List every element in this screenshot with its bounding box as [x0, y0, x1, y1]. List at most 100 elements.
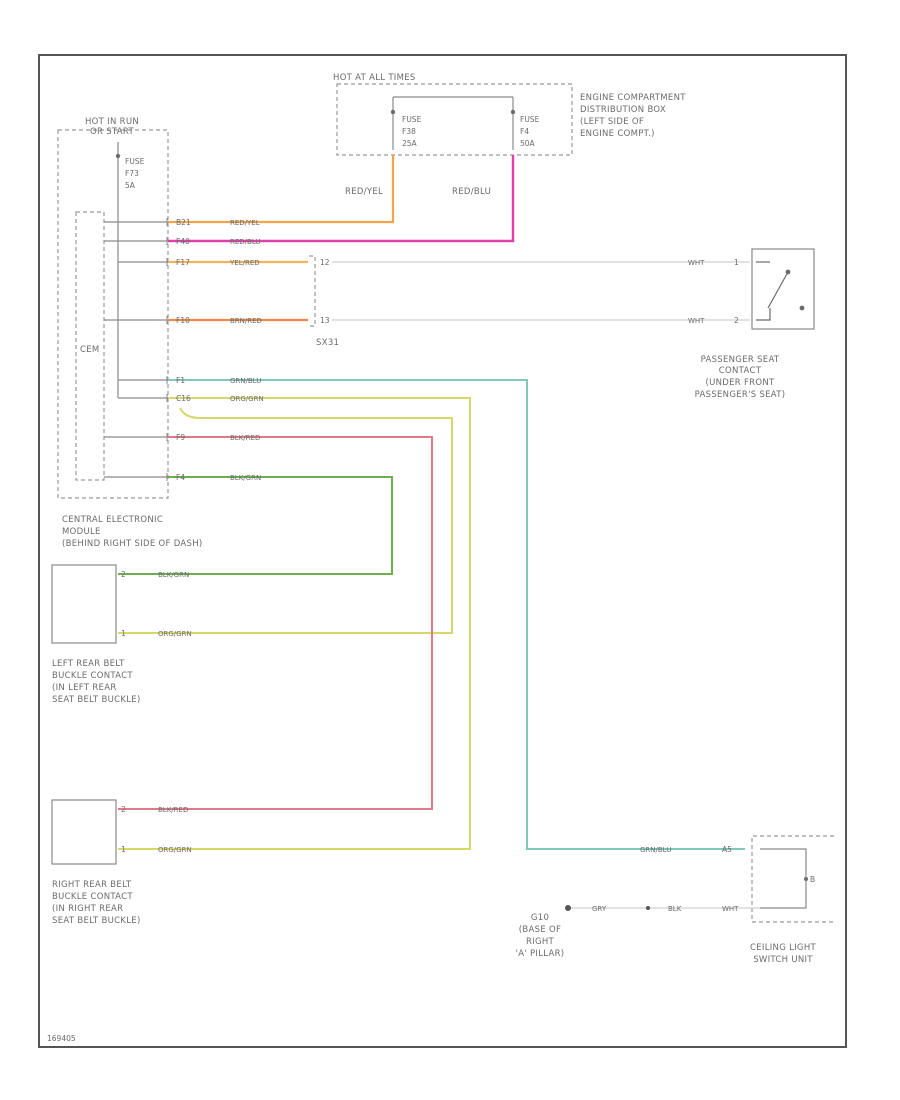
- cem-label: CEM: [80, 345, 100, 355]
- wire-label-grn-blu: GRN/BLU: [230, 377, 261, 385]
- pin-f4: F4: [176, 473, 185, 482]
- wire-blk-red: [118, 436, 433, 810]
- pin-f17: F17: [176, 258, 190, 267]
- wire-blk-grn: [118, 476, 393, 575]
- wire-label-org-grn: ORG/GRN: [230, 395, 264, 403]
- wire-label-red-blu: RED/BLU: [230, 238, 261, 246]
- diagram-frame: [38, 54, 847, 1048]
- wire-label-wht-2: WHT: [688, 317, 705, 325]
- right-buckle-label-3: (IN RIGHT REAR: [52, 904, 123, 914]
- wire-label-wht-1: WHT: [688, 259, 705, 267]
- right-buckle-box: [51, 799, 117, 865]
- passenger-seat-label-2: CONTACT: [719, 366, 762, 376]
- wire-grn-blu: [168, 379, 745, 850]
- right-buckle-label-4: SEAT BELT BUCKLE): [52, 916, 141, 926]
- engine-box-outline: [336, 83, 573, 156]
- hot-in-run-label: HOT IN RUN: [85, 117, 139, 127]
- passenger-seat-label-1: PASSENGER SEAT: [701, 355, 780, 365]
- wire-org-grn-a: [118, 397, 471, 850]
- seat-pin-2: 2: [734, 316, 739, 325]
- ground-label-3: 'A' PILLAR): [516, 949, 565, 959]
- ceiling-internal-dot: [804, 877, 808, 881]
- right-buckle-label-2: BUCKLE CONTACT: [52, 892, 133, 902]
- module-fuse-label: FUSE: [125, 157, 145, 166]
- wire-red-blu: [168, 155, 515, 243]
- engine-box-label-2: DISTRIBUTION BOX: [580, 105, 666, 115]
- wire-org-grn-b: [118, 407, 453, 634]
- wire-label-red-yel: RED/YEL: [230, 219, 260, 227]
- splice-outline: [309, 255, 316, 327]
- red-yel-vertical-label: RED/YEL: [345, 187, 383, 197]
- fuse-f38-label: FUSE: [402, 115, 422, 124]
- seat-switch-symbol: [756, 261, 805, 321]
- cem-outline: [57, 129, 169, 499]
- wire-label-brn-red: BRN/RED: [230, 317, 262, 325]
- cem-internal-lines: [104, 221, 168, 478]
- module-fuse-terminal: [115, 153, 121, 159]
- footer-code: 169405: [47, 1034, 76, 1043]
- left-buckle-pin-2: 2: [121, 570, 126, 579]
- seat-pin-1: 1: [734, 258, 739, 267]
- ceiling-wire-label: GRN/BLU: [640, 846, 671, 854]
- ground-wire-wht: WHT: [722, 905, 739, 913]
- pin-f9: F9: [176, 433, 185, 442]
- pin-f10: F10: [176, 316, 190, 325]
- fuse-f38-terminal: [390, 109, 396, 115]
- cem-desc-1: CENTRAL ELECTRONIC: [62, 515, 163, 525]
- wire-red-yel: [168, 155, 395, 224]
- red-blu-vertical-label: RED/BLU: [452, 187, 491, 197]
- ceiling-unit-label-2: SWITCH UNIT: [753, 955, 813, 965]
- fuse-f4-terminal: [510, 109, 516, 115]
- splice-pin-13: 13: [320, 316, 330, 325]
- right-buckle-pin-2: 2: [121, 805, 126, 814]
- left-buckle-wire-a: BLK/GRN: [158, 571, 189, 579]
- left-buckle-label-1: LEFT REAR BELT: [52, 659, 125, 669]
- fuse-f4-label: FUSE: [520, 115, 540, 124]
- engine-box-label-1: ENGINE COMPARTMENT: [580, 93, 686, 103]
- ground-label-2: RIGHT: [526, 937, 555, 947]
- ceiling-pin-a5: A5: [722, 845, 732, 854]
- right-buckle-label-1: RIGHT REAR BELT: [52, 880, 132, 890]
- fuse-f4-rating: 50A: [520, 139, 536, 148]
- left-buckle-box: [51, 564, 117, 644]
- passenger-seat-label-3: (UNDER FRONT: [705, 378, 775, 388]
- passenger-seat-label-4: PASSENGER'S SEAT): [695, 390, 786, 400]
- ground-wire-blk: BLK: [668, 905, 682, 913]
- ground-wire-gry: GRY: [592, 905, 607, 913]
- splice-label: SX31: [316, 338, 339, 348]
- passenger-seat-contact-box: [751, 248, 815, 330]
- ground-label-1: (BASE OF: [519, 925, 561, 935]
- hot-at-all-times-label: HOT AT ALL TIMES: [333, 73, 416, 83]
- cem-desc-2: MODULE: [62, 527, 101, 537]
- left-buckle-label-4: SEAT BELT BUCKLE): [52, 695, 141, 705]
- wire-label-yel-red: YEL/RED: [229, 259, 260, 267]
- cem-inner-outline: [75, 211, 105, 481]
- ceiling-unit-label-1: CEILING LIGHT: [750, 943, 817, 953]
- module-fuse-id: F73: [125, 169, 139, 178]
- left-buckle-wire-b: ORG/GRN: [158, 630, 192, 638]
- ground-point: [565, 905, 571, 911]
- fuse-f38-id: F38: [402, 127, 416, 136]
- left-buckle-label-3: (IN LEFT REAR: [52, 683, 117, 693]
- engine-box-label-3: (LEFT SIDE OF: [580, 117, 644, 127]
- ground-splice-dot: [646, 906, 650, 910]
- splice-pin-12: 12: [320, 258, 330, 267]
- right-buckle-pin-1: 1: [121, 845, 126, 854]
- pin-b21: B21: [176, 218, 191, 227]
- cem-desc-3: (BEHIND RIGHT SIDE OF DASH): [62, 539, 203, 549]
- right-buckle-wire-b: ORG/GRN: [158, 846, 192, 854]
- fuse-f38-rating: 25A: [402, 139, 418, 148]
- module-fuse-rating: 5A: [125, 181, 136, 190]
- ground-id: G10: [531, 913, 549, 923]
- wire-label-blk-red: BLK/RED: [230, 434, 260, 442]
- left-buckle-label-2: BUCKLE CONTACT: [52, 671, 133, 681]
- engine-box-label-4: ENGINE COMPT.): [580, 129, 655, 139]
- wire-label-blk-grn: BLK/GRN: [230, 474, 261, 482]
- pin-f1: F1: [176, 376, 185, 385]
- left-buckle-pin-1: 1: [121, 629, 126, 638]
- fuse-f4-id: F4: [520, 127, 529, 136]
- ceiling-unit-inner: [760, 848, 807, 909]
- ceiling-pin-b: B: [810, 875, 815, 884]
- right-buckle-wire-a: BLK/RED: [158, 806, 188, 814]
